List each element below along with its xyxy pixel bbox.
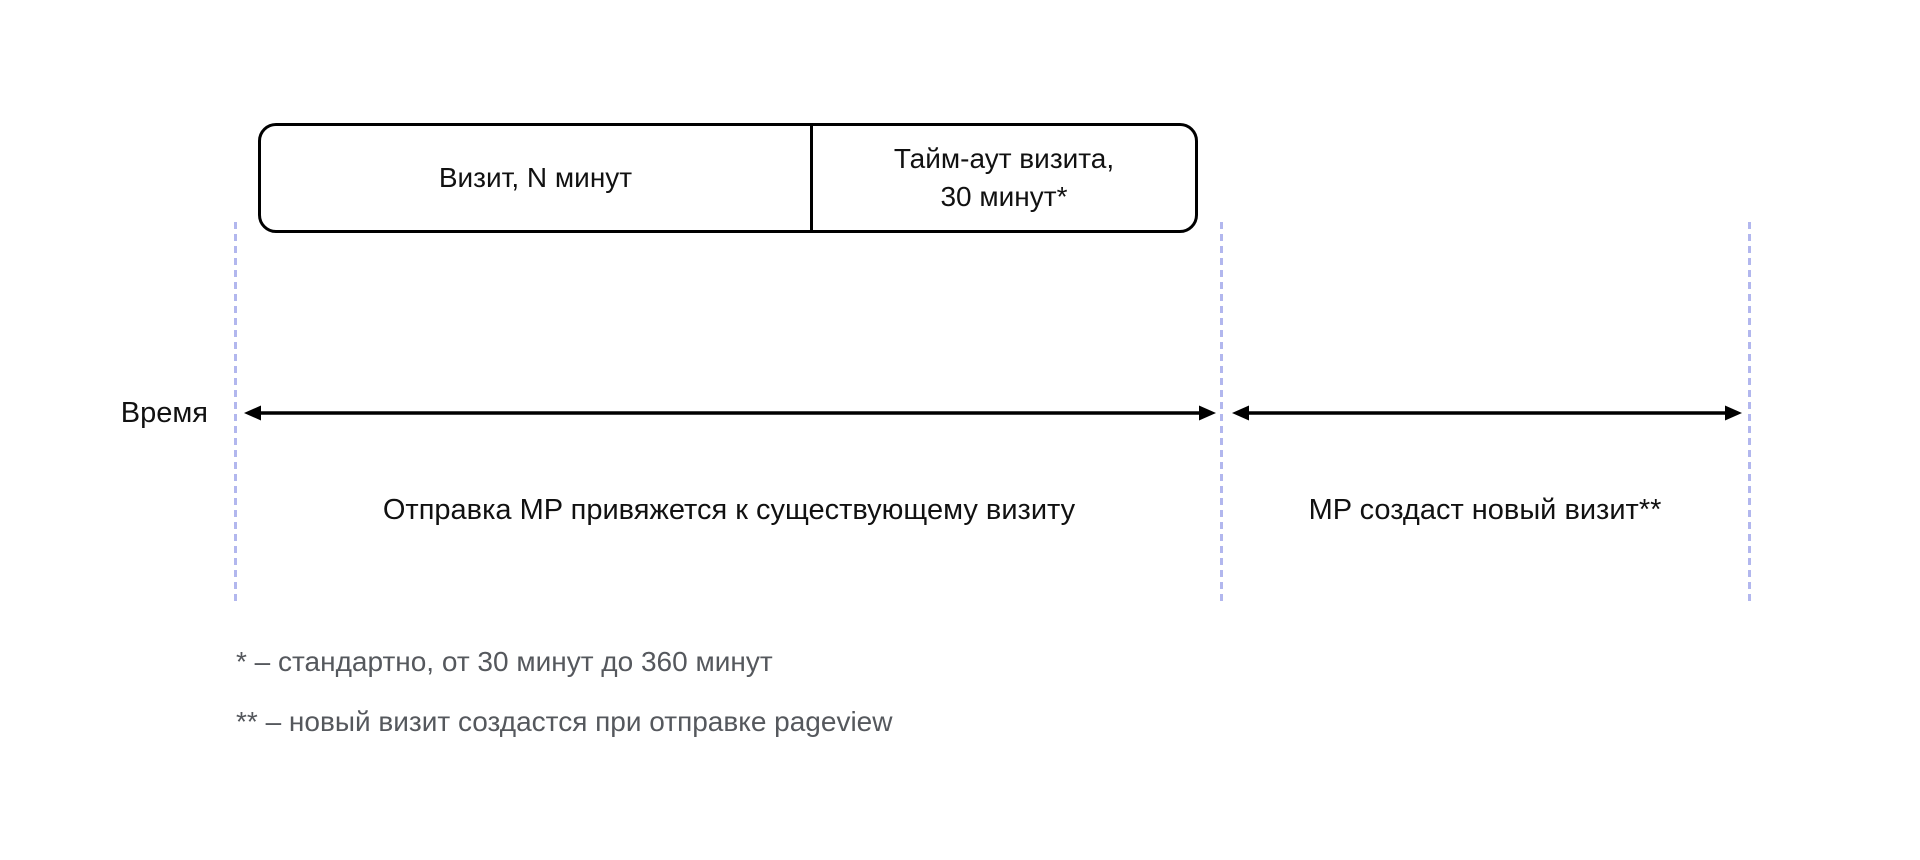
- existing-visit-caption: Отправка MP привяжется к существующему в…: [382, 494, 1076, 526]
- arrow-head-left-icon: [244, 405, 261, 421]
- guide-line-start: [234, 222, 237, 605]
- arrow-head-right-icon: [1199, 405, 1216, 421]
- new-visit-arrow: [1232, 405, 1742, 421]
- visit-timeout-label-line2: 30 минут*: [940, 181, 1068, 212]
- visit-timeout-label: Тайм-аут визита, 30 минут*: [894, 140, 1114, 216]
- existing-visit-arrow: [244, 405, 1216, 421]
- arrow-head-left-icon: [1232, 405, 1249, 421]
- footnotes: * – стандартно, от 30 минут до 360 минут…: [236, 647, 892, 737]
- guide-line-timeout-end: [1220, 222, 1223, 605]
- visit-duration-box: Визит, N минут Тайм-аут визита, 30 минут…: [258, 123, 1198, 233]
- visit-segment: Визит, N минут: [261, 126, 813, 230]
- time-axis-label: Время: [120, 397, 208, 429]
- visit-timeout-label-line1: Тайм-аут визита,: [893, 143, 1115, 174]
- visit-timeout-segment: Тайм-аут визита, 30 минут*: [813, 126, 1195, 230]
- visit-segment-label: Визит, N минут: [438, 162, 633, 193]
- new-visit-caption: MP создаст новый визит**: [1308, 494, 1662, 526]
- guide-line-right: [1748, 222, 1751, 605]
- footnote-new-visit: ** – новый визит создастся при отправке …: [236, 706, 893, 737]
- footnote-timeout-range: * – стандартно, от 30 минут до 360 минут: [236, 646, 773, 677]
- arrow-head-right-icon: [1725, 405, 1742, 421]
